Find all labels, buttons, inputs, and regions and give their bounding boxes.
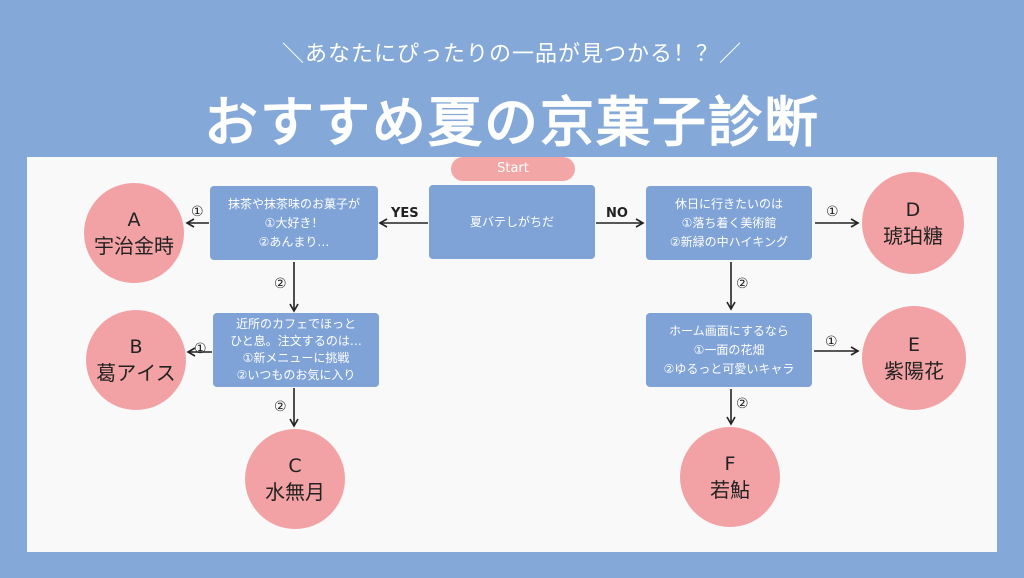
- question-right1-line: ②新緑の中ハイキング: [669, 234, 789, 249]
- label-one: ①: [191, 204, 204, 220]
- question-left2-line: ②いつものお気に入り: [236, 368, 356, 382]
- label-one: ①: [825, 334, 838, 350]
- result-e: E 紫陽花: [862, 306, 966, 410]
- question-q1-text: 夏バテしがちだ: [469, 214, 554, 229]
- question-q1: 夏バテしがちだ: [429, 185, 595, 259]
- question-left1-line: ①大好き！: [264, 215, 324, 230]
- question-left1: 抹茶や抹茶味のお菓子が ①大好き！ ②あんまり…: [210, 186, 378, 260]
- result-a: A 宇治金時: [84, 183, 184, 283]
- result-b-name: 葛アイス: [96, 361, 176, 385]
- result-a-name: 宇治金時: [94, 234, 174, 258]
- question-left2-line: ①新メニューに挑戦: [242, 351, 350, 365]
- label-no: NO: [606, 206, 628, 221]
- question-right1: 休日に行きたいのは ①落ち着く美術館 ②新緑の中ハイキング: [646, 186, 812, 260]
- label-two: ②: [274, 399, 287, 415]
- result-f-name: 若鮎: [710, 478, 750, 502]
- result-f-letter: F: [724, 453, 736, 475]
- label-one: ①: [194, 341, 207, 357]
- question-left1-line: ②あんまり…: [258, 234, 330, 249]
- label-yes: YES: [391, 206, 419, 221]
- result-c-letter: C: [288, 455, 302, 477]
- question-right1-line: 休日に行きたいのは: [674, 196, 783, 211]
- result-f: F 若鮎: [680, 427, 780, 527]
- question-right2-line: ②ゆるっと可愛いキャラ: [663, 361, 795, 376]
- question-left2-line: ひと息。注文するのは…: [230, 334, 362, 348]
- subtitle: ＼あなたにぴったりの一品が見つかる！？／: [281, 42, 742, 67]
- result-d-name: 琥珀糖: [883, 224, 943, 248]
- result-b-letter: B: [129, 336, 143, 358]
- label-two: ②: [736, 396, 749, 412]
- label-two: ②: [736, 276, 749, 292]
- label-one: ①: [826, 204, 839, 220]
- result-d-letter: D: [905, 199, 921, 221]
- start-pill: Start: [451, 157, 575, 181]
- question-left2: 近所のカフェでほっと ひと息。注文するのは… ①新メニューに挑戦 ②いつものお気…: [213, 313, 379, 387]
- result-e-letter: E: [907, 334, 920, 356]
- question-right2-line: ①一面の花畑: [693, 342, 765, 357]
- question-right1-line: ①落ち着く美術館: [681, 215, 777, 230]
- result-e-name: 紫陽花: [884, 359, 944, 383]
- result-d: D 琥珀糖: [862, 172, 964, 274]
- page-title: おすすめ夏の京菓子診断: [204, 91, 820, 154]
- result-c-name: 水無月: [265, 480, 325, 504]
- result-a-letter: A: [127, 209, 141, 231]
- result-b: B 葛アイス: [86, 310, 186, 410]
- label-two: ②: [274, 276, 287, 292]
- question-left1-line: 抹茶や抹茶味のお菓子が: [227, 196, 360, 211]
- question-left2-line: 近所のカフェでほっと: [235, 317, 356, 331]
- question-right2-line: ホーム画面にするなら: [669, 323, 789, 338]
- question-right2: ホーム画面にするなら ①一面の花畑 ②ゆるっと可愛いキャラ: [646, 313, 812, 387]
- result-c: C 水無月: [245, 429, 345, 529]
